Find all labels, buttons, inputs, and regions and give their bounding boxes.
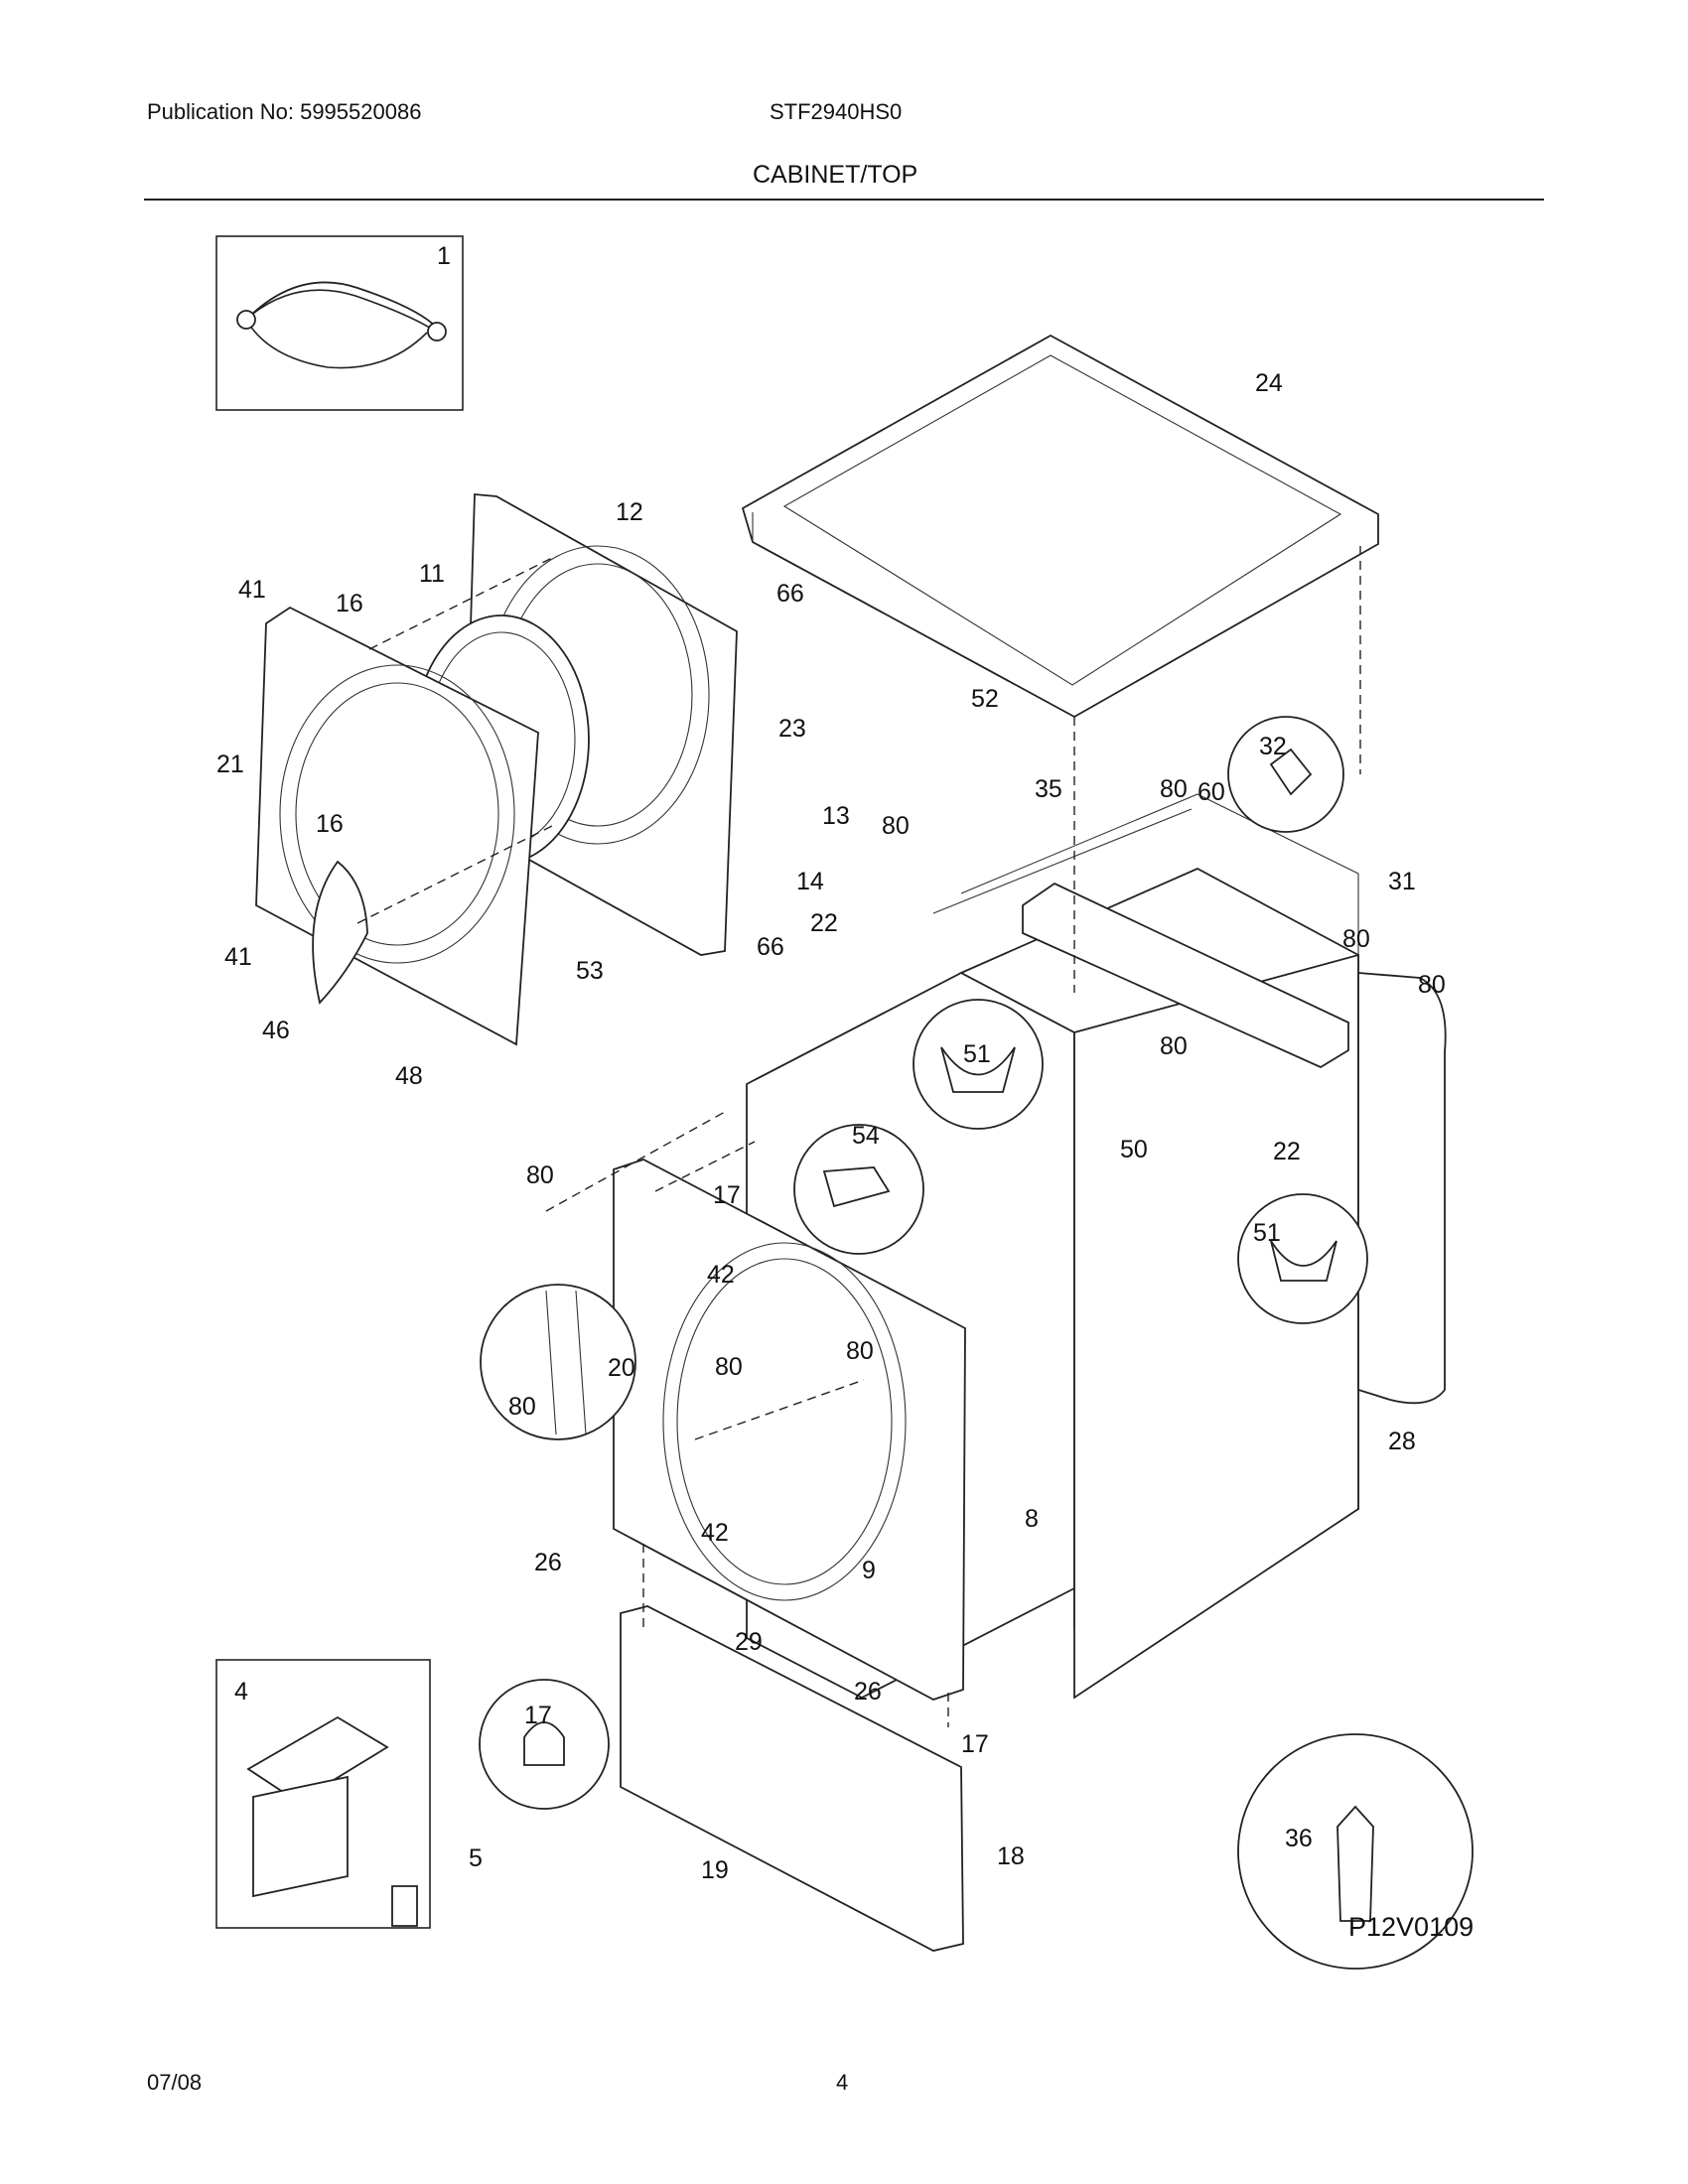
callout-22a: 22 [810, 909, 838, 937]
model-number: STF2940HS0 [770, 99, 903, 124]
callout-20: 20 [608, 1354, 635, 1382]
top-panel [741, 334, 1379, 719]
callout-29: 29 [735, 1628, 763, 1656]
callout-4: 4 [234, 1678, 248, 1706]
callout-32: 32 [1259, 733, 1287, 760]
callout-35: 35 [1035, 775, 1062, 803]
rear-bracket [1022, 882, 1349, 1069]
callout-17b: 17 [524, 1702, 552, 1729]
diagram-code: P12V0109 [1348, 1912, 1474, 1942]
callout-26b: 26 [854, 1678, 882, 1706]
callout-52: 52 [971, 685, 999, 713]
callout-19: 19 [701, 1856, 729, 1884]
inset-hose [215, 235, 464, 411]
callout-66b: 66 [757, 933, 784, 961]
callout-5: 5 [469, 1844, 483, 1872]
callout-54: 54 [852, 1122, 880, 1150]
callout-80d: 80 [882, 812, 910, 840]
callout-14: 14 [796, 868, 824, 895]
kick-panel [620, 1605, 964, 1952]
callout-16b: 16 [316, 810, 344, 838]
callout-labels: 1 24 12 11 41 16 66 23 13 14 21 52 35 80… [216, 242, 1474, 1942]
callout-50: 50 [1120, 1136, 1148, 1163]
publication-number: Publication No: 5995520086 [147, 99, 422, 124]
callout-41: 41 [238, 576, 266, 604]
callout-12: 12 [616, 498, 643, 526]
callout-51b: 51 [1253, 1219, 1281, 1247]
callout-80e: 80 [1160, 1032, 1188, 1060]
callout-53: 53 [576, 957, 604, 985]
callout-16: 16 [336, 590, 363, 617]
callout-28: 28 [1388, 1428, 1416, 1455]
callout-46: 46 [262, 1017, 290, 1044]
callout-60: 60 [1197, 778, 1225, 806]
page-number: 4 [836, 2070, 849, 2095]
callout-80b: 80 [1342, 925, 1370, 953]
front-panel [255, 606, 539, 1046]
callout-31: 31 [1388, 868, 1416, 895]
callout-9: 9 [862, 1557, 876, 1584]
callout-18: 18 [997, 1843, 1025, 1870]
callout-26a: 26 [534, 1549, 562, 1576]
callout-11: 11 [419, 560, 445, 588]
callout-23: 23 [778, 715, 806, 743]
callout-36: 36 [1285, 1825, 1313, 1852]
callout-24: 24 [1255, 369, 1283, 397]
callout-41b: 41 [224, 943, 252, 971]
callout-21: 21 [216, 751, 244, 778]
footer-date: 07/08 [147, 2070, 203, 2095]
callout-51a: 51 [963, 1040, 991, 1068]
callout-1: 1 [437, 242, 451, 270]
callout-80g: 80 [715, 1353, 743, 1381]
callout-13: 13 [822, 802, 850, 830]
detail-circles [479, 716, 1474, 1970]
front-console [613, 1159, 966, 1701]
callout-80a: 80 [1160, 775, 1188, 803]
callout-42a: 42 [707, 1261, 735, 1289]
side-panel [1357, 972, 1447, 1405]
callout-80i: 80 [526, 1161, 554, 1189]
inset-heater [215, 1659, 431, 1929]
section-title: CABINET/TOP [753, 161, 918, 189]
callout-80f: 80 [508, 1393, 536, 1421]
callout-42b: 42 [701, 1519, 729, 1547]
callout-8: 8 [1025, 1505, 1039, 1533]
callout-80c: 80 [1418, 971, 1446, 999]
callout-80h: 80 [846, 1337, 874, 1365]
callout-22b: 22 [1273, 1138, 1301, 1165]
callout-48: 48 [395, 1062, 423, 1090]
assembly-lines [356, 546, 1361, 1727]
callout-66: 66 [776, 580, 804, 608]
callout-17a: 17 [713, 1181, 741, 1209]
callout-17c: 17 [961, 1730, 989, 1758]
header-rule [144, 199, 1544, 201]
